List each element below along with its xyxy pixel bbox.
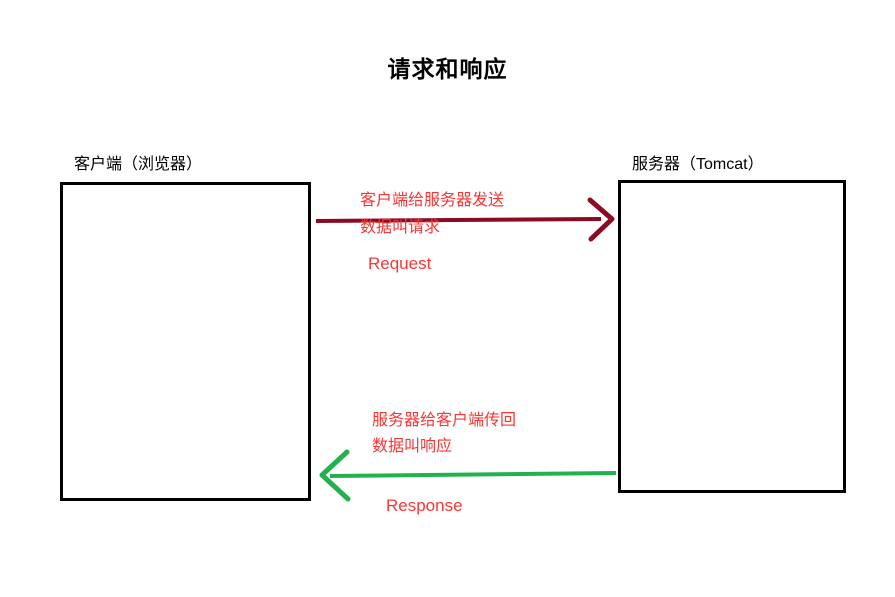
response-arrow [319,449,617,502]
request-description-line2: 数据叫请求 [360,219,441,236]
response-label: Response [386,496,463,515]
request-label: Request [368,254,432,273]
client-box-label: 客户端（浏览器） [74,156,203,173]
response-description-line1: 服务器给客户端传回 [372,412,517,429]
response-arrow-head-icon [319,449,351,502]
server-box [618,180,846,493]
client-box [60,182,311,501]
page-title: 请求和响应 [387,56,508,82]
request-description-line1: 客户端给服务器发送 [360,192,505,209]
response-arrow-line [329,471,617,478]
request-arrow-line [315,217,602,223]
response-description-line2: 数据叫响应 [372,438,453,455]
server-box-label: 服务器（Tomcat） [632,156,764,173]
request-arrow [315,197,615,242]
request-arrow-head-icon [587,197,615,242]
